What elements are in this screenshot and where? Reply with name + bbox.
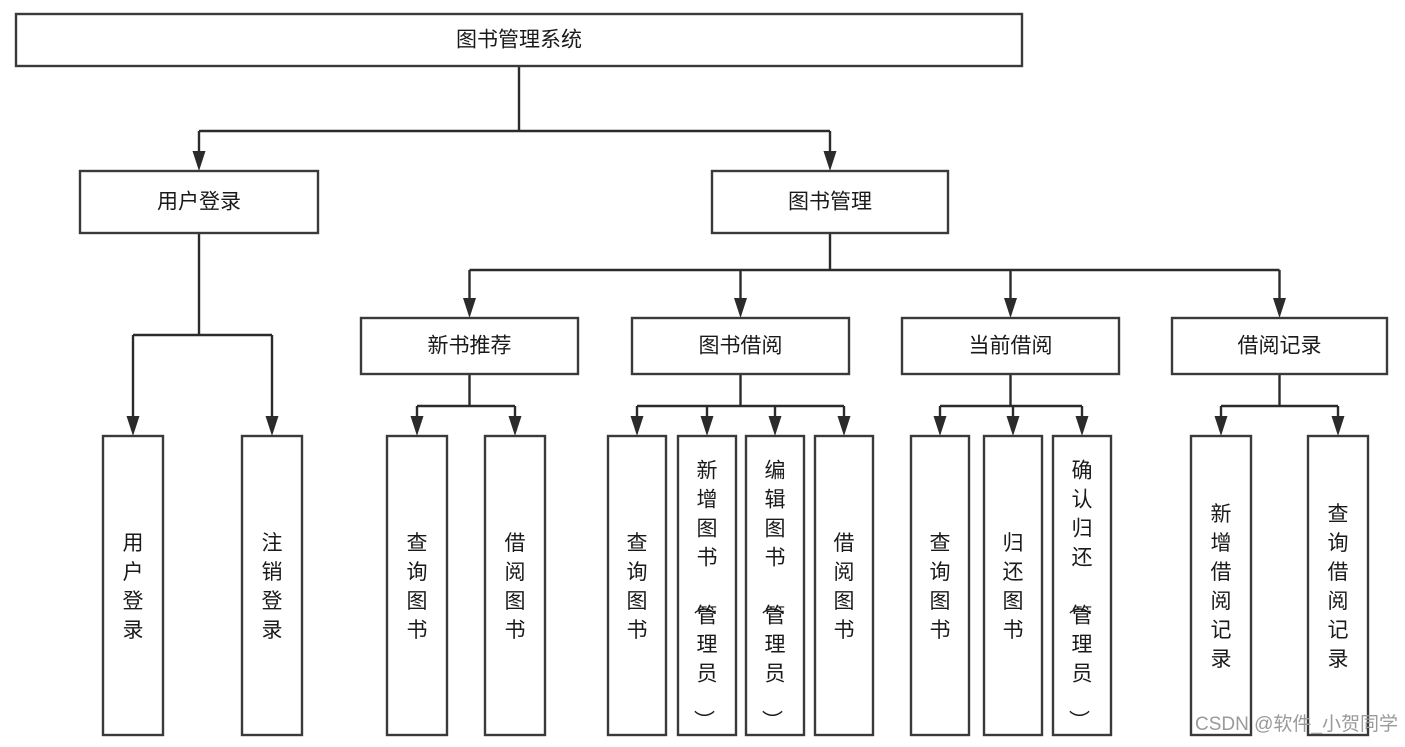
arrow-head-icon <box>410 416 424 436</box>
arrow-head-icon <box>768 416 782 436</box>
node-box <box>676 434 738 737</box>
node-label: 借阅图书 <box>505 532 526 642</box>
arrow-head-icon <box>1006 416 1020 436</box>
node-label: 查询图书 <box>930 532 951 642</box>
node-label: 图书管理系统 <box>456 29 582 52</box>
node-leaf-rec-query[interactable]: 查询图书 <box>385 434 449 737</box>
node-box <box>1306 434 1370 737</box>
node-label: 查询借阅记录 <box>1328 503 1349 671</box>
arrow-head-icon <box>508 416 522 436</box>
node-leaf-rec-borrow[interactable]: 借阅图书 <box>483 434 547 737</box>
node-leaf-borrow-query[interactable]: 查询图书 <box>606 434 668 737</box>
arrow-head-icon <box>734 298 747 318</box>
arrow-head-icon <box>630 416 644 436</box>
node-label: 查询图书 <box>407 532 428 642</box>
node-box <box>1189 434 1253 737</box>
arrow-head-icon <box>1273 298 1286 318</box>
node-box <box>710 169 950 235</box>
arrow-head-icon <box>463 298 476 318</box>
node-box <box>1170 316 1389 376</box>
node-box <box>14 12 1024 68</box>
node-box <box>909 434 971 737</box>
node-leaf-cur-confirm[interactable]: 确认归还（管理员） <box>1051 434 1113 737</box>
node-leaf-rec-search[interactable]: 查询借阅记录 <box>1306 434 1370 737</box>
edge-layer <box>126 66 1345 436</box>
node-book-borrow[interactable]: 图书借阅 <box>630 316 851 376</box>
node-box <box>483 434 547 737</box>
arrow-head-icon <box>933 416 947 436</box>
node-label: 图书管理 <box>788 191 872 214</box>
node-label: 借阅图书 <box>834 532 855 642</box>
node-leaf-rec-add[interactable]: 新增借阅记录 <box>1189 434 1253 737</box>
node-label: 编辑图书（管理员） <box>760 460 786 731</box>
node-label: 图书借阅 <box>699 335 783 358</box>
node-current-borrow[interactable]: 当前借阅 <box>900 316 1121 376</box>
node-leaf-user-login[interactable]: 用户登录 <box>101 434 165 737</box>
node-root[interactable]: 图书管理系统 <box>14 12 1024 68</box>
node-leaf-cur-return[interactable]: 归还图书 <box>982 434 1044 737</box>
arrow-head-icon <box>1004 298 1017 318</box>
arrow-head-icon <box>1214 416 1228 436</box>
node-box <box>813 434 875 737</box>
node-box <box>606 434 668 737</box>
node-box <box>900 316 1121 376</box>
node-label: 归还图书 <box>1003 532 1024 642</box>
node-box <box>744 434 806 737</box>
node-leaf-user-logout[interactable]: 注销登录 <box>240 434 304 737</box>
node-label: 新增借阅记录 <box>1211 503 1232 671</box>
node-user-login[interactable]: 用户登录 <box>78 169 320 235</box>
node-label: 用户登录 <box>123 532 144 642</box>
node-label: 注销登录 <box>262 532 283 642</box>
node-leaf-borrow-add[interactable]: 新增图书（管理员） <box>676 434 738 737</box>
node-box <box>1051 434 1113 737</box>
arrow-head-icon <box>1075 416 1089 436</box>
node-book-manage[interactable]: 图书管理 <box>710 169 950 235</box>
arrow-head-icon <box>192 151 206 171</box>
node-box <box>630 316 851 376</box>
arrow-head-icon <box>265 416 279 436</box>
connector-group-new-book-rec <box>410 374 522 436</box>
node-box <box>385 434 449 737</box>
node-box <box>359 316 580 376</box>
connector-group-book-manage <box>463 233 1286 318</box>
connector-group-user-login <box>126 233 279 436</box>
node-leaf-borrow-lend[interactable]: 借阅图书 <box>813 434 875 737</box>
node-borrow-record[interactable]: 借阅记录 <box>1170 316 1389 376</box>
node-label: 当前借阅 <box>969 335 1053 358</box>
node-label: 确认归还（管理员） <box>1067 460 1093 731</box>
node-label: 查询图书 <box>627 532 648 642</box>
arrow-head-icon <box>837 416 851 436</box>
node-new-book-rec[interactable]: 新书推荐 <box>359 316 580 376</box>
node-label: 用户登录 <box>157 191 241 214</box>
arrow-head-icon <box>1331 416 1345 436</box>
node-box <box>240 434 304 737</box>
node-label: 新增图书（管理员） <box>692 460 718 731</box>
connector-group-book-borrow <box>630 374 851 436</box>
connector-group-borrow-record <box>1214 374 1345 436</box>
node-box <box>101 434 165 737</box>
connector-group-current-borrow <box>933 374 1089 436</box>
node-leaf-cur-query[interactable]: 查询图书 <box>909 434 971 737</box>
node-label: 借阅记录 <box>1238 335 1322 358</box>
node-box <box>78 169 320 235</box>
arrow-head-icon <box>126 416 140 436</box>
node-label: 新书推荐 <box>428 335 512 358</box>
node-layer: 图书管理系统用户登录图书管理新书推荐图书借阅当前借阅借阅记录用户登录注销登录查询… <box>14 12 1389 737</box>
connector-group-root <box>192 66 837 171</box>
arrow-head-icon <box>823 151 837 171</box>
csdn-watermark: CSDN @软件_小贺同学 <box>1195 713 1398 735</box>
node-leaf-borrow-edit[interactable]: 编辑图书（管理员） <box>744 434 806 737</box>
arrow-head-icon <box>700 416 714 436</box>
node-box <box>982 434 1044 737</box>
